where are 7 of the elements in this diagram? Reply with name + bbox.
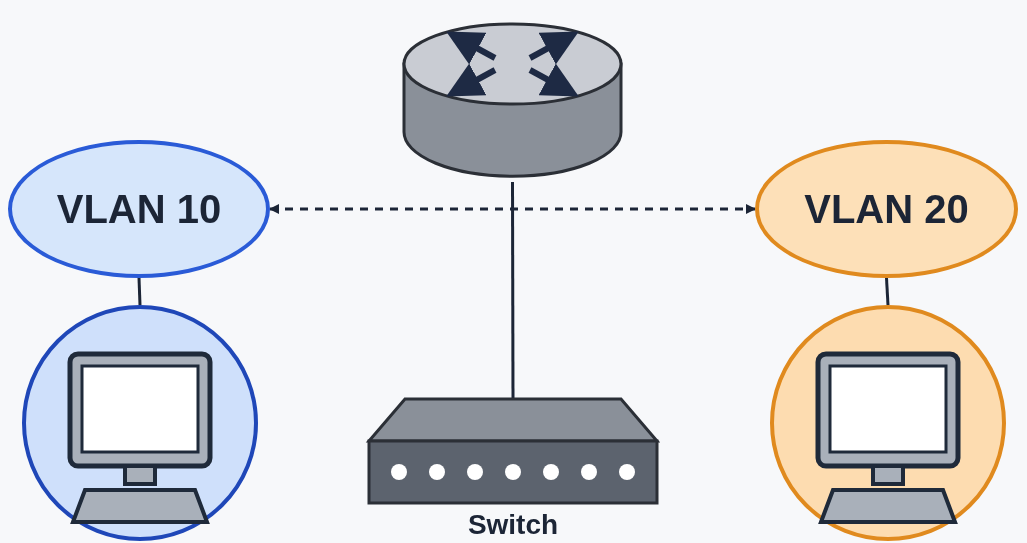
connector-line (885, 277, 890, 306)
dashed-double-arrow (269, 204, 756, 214)
connector-line (511, 182, 515, 399)
connector-line (137, 277, 142, 306)
node-label: VLAN 20 (804, 186, 969, 232)
device-caption: Switch (467, 509, 559, 541)
node-label: VLAN 10 (56, 186, 222, 232)
